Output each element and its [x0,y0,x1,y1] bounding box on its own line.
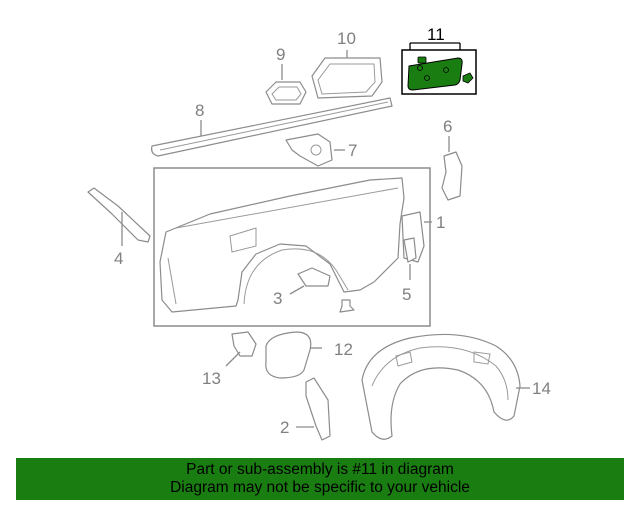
parts-diagram: 1 2 3 4 5 6 7 8 9 10 11 12 13 14 [87,25,551,441]
fastener[interactable] [339,299,355,313]
part-7-bracket[interactable] [285,133,345,167]
callout-13: 13 [202,369,221,388]
part-14-wheel-liner[interactable] [361,333,530,440]
callout-2: 2 [280,418,289,437]
callout-7: 7 [348,141,357,160]
banner-line-2: Diagram may not be specific to your vehi… [170,479,470,496]
part-6-bracket[interactable] [441,136,463,201]
callout-3: 3 [273,289,282,308]
callout-12: 12 [334,340,353,359]
part-4-brace[interactable] [87,187,151,246]
part-3-bracket[interactable] [289,267,331,295]
notice-banner: Part or sub-assembly is #11 in diagram D… [16,458,624,500]
banner-line-1: Part or sub-assembly is #11 in diagram [186,461,454,478]
callout-5: 5 [402,285,411,304]
callout-9: 9 [276,45,285,64]
callout-10: 10 [337,29,356,48]
callout-14: 14 [532,379,551,398]
part-5-bracket[interactable] [403,237,417,280]
part-9-end-cap[interactable] [265,64,307,105]
part-13-hinge[interactable] [225,331,257,367]
callout-1: 1 [436,213,445,232]
part-8-bed-rail[interactable] [151,97,393,157]
part-10-rail-end-cap[interactable] [311,50,383,99]
part-1-bed-side-panel[interactable] [159,177,432,313]
callout-8: 8 [195,101,204,120]
part-11-assembly[interactable] [401,42,477,95]
part-1-group-frame [153,167,431,327]
callout-11: 11 [427,25,445,44]
callout-4: 4 [114,249,123,268]
callout-6: 6 [443,117,452,136]
part-2-bracket[interactable] [296,377,331,441]
part-12-fuel-door[interactable] [265,331,322,379]
